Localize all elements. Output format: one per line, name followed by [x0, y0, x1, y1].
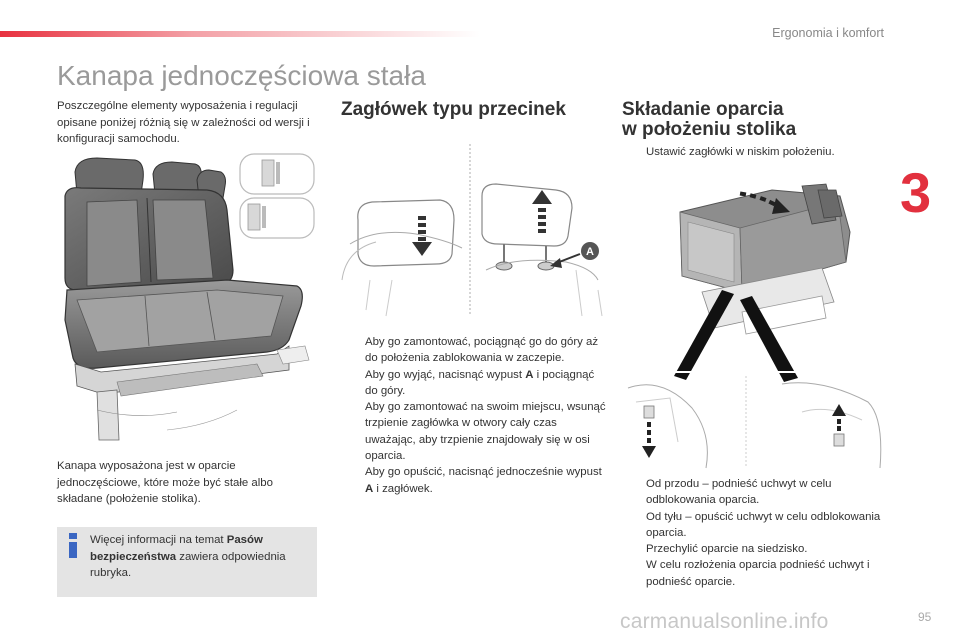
- info-text: Więcej informacji na temat Pasów bezpiec…: [90, 534, 286, 579]
- bench-seat-illustration: [64, 157, 310, 441]
- headrest-instructions: Aby go zamontować, pociągnąć go do góry …: [341, 334, 606, 497]
- list-item: Ustawić zagłówki w niskim położeniu.: [646, 146, 835, 158]
- info-icon: [69, 533, 77, 561]
- headrest-illustration: A: [341, 144, 603, 317]
- folding-seat-illustration: [627, 183, 882, 469]
- list-item: Aby go wyjąć, nacisnąć wypust A i pociąg…: [365, 368, 595, 397]
- list-item: Aby go opuścić, nacisnąć jednocześnie wy…: [365, 466, 602, 495]
- watermark: carmanualsonline.info: [620, 610, 829, 633]
- list-item: Aby go zamontować na swoim miejscu, wsun…: [365, 401, 606, 463]
- headrest-heading: Zagłówek typu przecinek: [341, 99, 566, 120]
- chapter-number: 3: [900, 161, 932, 224]
- list-item: W celu rozłożenia oparcia podnieść uchwy…: [646, 559, 870, 588]
- page-title: Kanapa jednoczęściowa stała: [57, 60, 426, 91]
- intro-text: Poszczególne elementy wyposażenia i regu…: [57, 100, 310, 145]
- list-item: Od przodu – podnieść uchwyt w celu odblo…: [646, 478, 832, 507]
- list-item: Przechylić oparcie na siedzisko.: [646, 543, 808, 556]
- folding-top-instruction: Ustawić zagłówki w niskim położeniu.: [622, 144, 882, 160]
- bench-description: Kanapa wyposażona jest w oparcie jednocz…: [57, 460, 273, 505]
- list-item: Aby go zamontować, pociągnąć go do góry …: [365, 336, 599, 365]
- page-number: 95: [918, 610, 932, 624]
- header-accent-bar: [0, 31, 480, 37]
- folding-instructions: Od przodu – podnieść uchwyt w celu odblo…: [622, 476, 887, 590]
- list-item: Od tyłu – opuścić uchwyt w celu odblokow…: [646, 510, 881, 539]
- marker-a-label: A: [586, 246, 594, 258]
- vehicle-seat-position-icon: [239, 153, 315, 239]
- section-title: Ergonomia i komfort: [772, 26, 884, 40]
- info-box: Więcej informacji na temat Pasów bezpiec…: [57, 527, 317, 597]
- folding-heading: Składanie oparcia w położeniu stolika: [622, 99, 797, 140]
